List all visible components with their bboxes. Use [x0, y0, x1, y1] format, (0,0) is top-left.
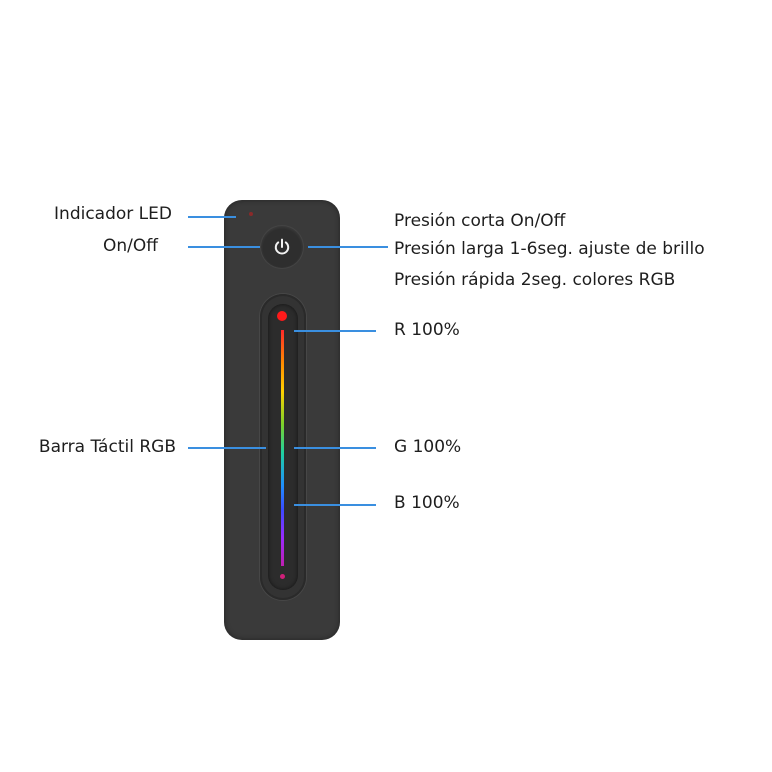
leader-line-g [294, 447, 376, 449]
bottom-dot-indicator [280, 574, 285, 579]
rgb-gradient-strip[interactable] [281, 330, 284, 566]
label-g-level: G 100% [394, 437, 462, 457]
label-press-quick: Presión rápida 2seg. colores RGB [394, 270, 676, 290]
power-icon [274, 238, 290, 255]
leader-line-led [188, 216, 236, 218]
power-button[interactable] [261, 226, 303, 268]
leader-line-b [294, 504, 376, 506]
label-touch-bar: Barra Táctil RGB [38, 437, 176, 457]
led-indicator [249, 212, 253, 216]
label-press-short: Presión corta On/Off [394, 211, 566, 231]
label-on-off: On/Off [103, 236, 158, 256]
label-led-indicator: Indicador LED [54, 204, 172, 224]
leader-line-r [294, 330, 376, 332]
leader-line-touch-bar [188, 447, 266, 449]
red-dot-indicator [277, 311, 287, 321]
leader-line-press [308, 246, 388, 248]
label-press-long: Presión larga 1-6seg. ajuste de brillo [394, 239, 705, 259]
leader-line-onoff [188, 246, 260, 248]
label-r-level: R 100% [394, 320, 460, 340]
label-b-level: B 100% [394, 493, 460, 513]
